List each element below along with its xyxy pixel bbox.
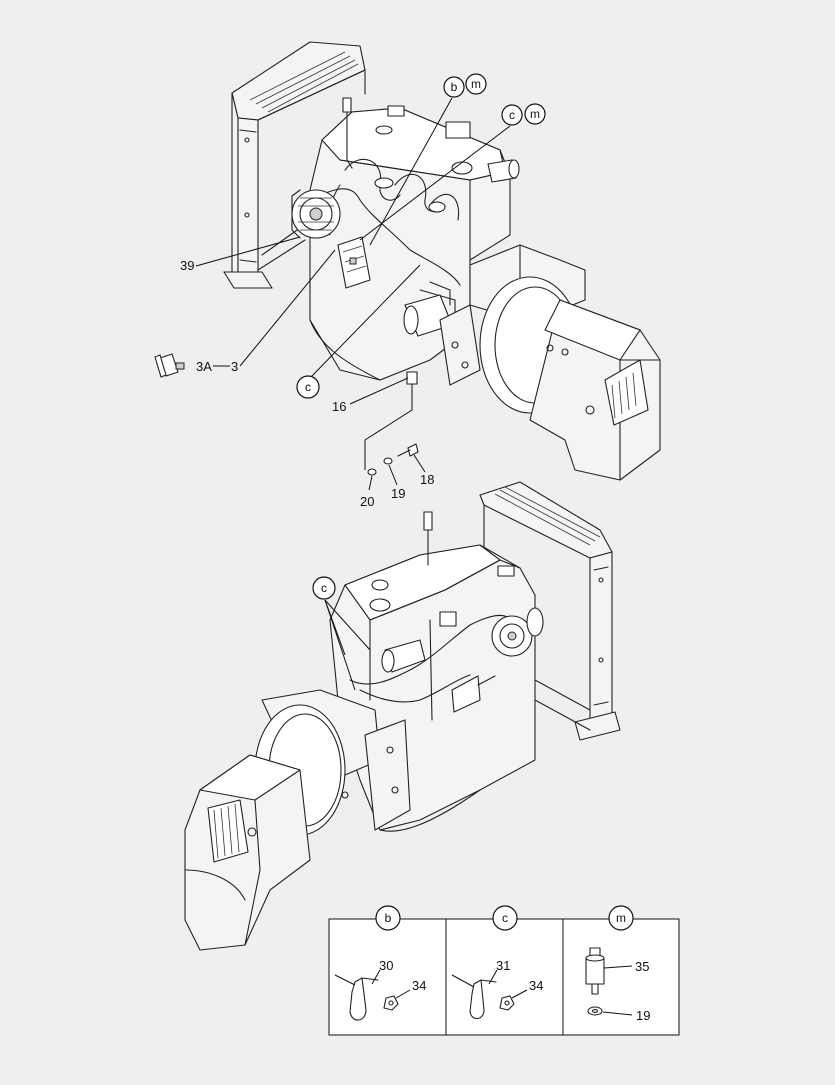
bottom-generator bbox=[184, 689, 411, 951]
callout-b-top: b bbox=[443, 76, 465, 98]
top-radiator bbox=[223, 41, 366, 289]
legend-m-header: m bbox=[616, 911, 626, 925]
part-label-3: 3 bbox=[231, 359, 238, 374]
legend-c-header: c bbox=[502, 911, 508, 925]
top-leader-lines bbox=[195, 97, 511, 491]
part-label-3a: 3A bbox=[196, 359, 212, 374]
part-label-16: 16 bbox=[332, 399, 346, 414]
sensor-3a-icon bbox=[154, 353, 185, 378]
bottom-leader-lines bbox=[324, 599, 371, 691]
bottom-engine-block bbox=[329, 511, 544, 832]
callout-c-bottom: c bbox=[312, 576, 336, 600]
legend-c-part-31: 31 bbox=[496, 958, 510, 973]
nut-icon bbox=[499, 995, 515, 1011]
legend-column-m: m 35 19 bbox=[585, 905, 650, 1023]
legend-m-part-19: 19 bbox=[636, 1008, 650, 1023]
part-label-19: 19 bbox=[391, 486, 405, 501]
part-label-18: 18 bbox=[420, 472, 434, 487]
callout-m-top-1: m bbox=[465, 73, 487, 95]
washer-icon bbox=[587, 1006, 603, 1016]
callout-c-top: c bbox=[501, 104, 523, 126]
callout-m-top-2: m bbox=[524, 103, 546, 125]
nut-icon bbox=[383, 995, 399, 1011]
callout-c-left: c bbox=[296, 375, 320, 399]
standoff-icon bbox=[585, 947, 605, 995]
bottom-radiator bbox=[479, 481, 621, 741]
clamp-icon bbox=[469, 979, 497, 1020]
legend-c-part-34: 34 bbox=[529, 978, 543, 993]
legend-m-part-35: 35 bbox=[635, 959, 649, 974]
top-alternator bbox=[291, 189, 341, 239]
legend-b-header: b bbox=[385, 911, 392, 925]
hardware-group-top bbox=[364, 371, 419, 476]
bottom-engine-assembly bbox=[184, 481, 621, 951]
legend-b-part-34: 34 bbox=[412, 978, 426, 993]
legend-column-c: c 31 34 bbox=[451, 905, 543, 1020]
part-label-39: 39 bbox=[180, 258, 194, 273]
part-label-20: 20 bbox=[360, 494, 374, 509]
detail-legend-table: b 30 34 c bbox=[328, 905, 680, 1036]
callout-m-top-1-label: m bbox=[471, 77, 481, 91]
callout-c-top-label: c bbox=[509, 108, 515, 122]
clamp-icon bbox=[349, 977, 379, 1021]
top-engine-assembly bbox=[154, 41, 661, 491]
callout-m-top-2-label: m bbox=[530, 107, 540, 121]
top-generator bbox=[439, 244, 661, 481]
legend-b-part-30: 30 bbox=[379, 958, 393, 973]
callout-b-top-label: b bbox=[451, 80, 458, 94]
callout-c-left-label: c bbox=[305, 380, 311, 394]
legend-column-b: b 30 34 bbox=[334, 905, 426, 1021]
callout-c-bottom-label: c bbox=[321, 581, 327, 595]
